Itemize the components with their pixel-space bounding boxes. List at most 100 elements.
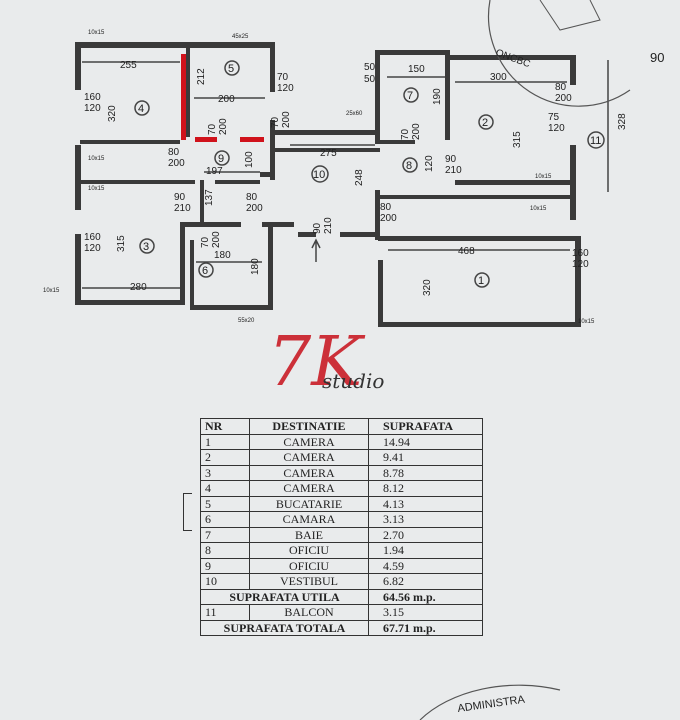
row-suprafata: 3.13 <box>368 511 483 528</box>
row-nr: 11 <box>200 604 250 621</box>
total-area-label: SUPRAFATA TOTALA <box>200 619 369 636</box>
highlighted-walls <box>181 54 264 142</box>
dim-label: 120 <box>424 155 435 172</box>
room-7-number: 7 <box>407 90 413 102</box>
vent-label: 25x60 <box>346 111 363 117</box>
dim-label: 137 <box>204 189 215 206</box>
row-nr: 5 <box>200 495 250 512</box>
vent-label: 10x15 <box>43 288 60 294</box>
walls <box>75 42 581 327</box>
dim-label: 255 <box>120 60 137 71</box>
row-nr: 1 <box>200 433 250 450</box>
dim-label: 100 <box>244 151 255 168</box>
vent-label: 55x20 <box>238 318 255 324</box>
dim-label: 315 <box>512 131 523 148</box>
row-destinatie: OFICIU <box>249 557 369 574</box>
dim-label: 212 <box>196 68 207 85</box>
dim-label: 150 <box>408 64 425 75</box>
dim-label: 90210 <box>312 217 334 234</box>
dim-label: 70200 <box>200 231 222 248</box>
row-nr: 6 <box>200 511 250 528</box>
vent-label: 10x15 <box>578 319 595 325</box>
useful-area-value: 64.56 m.p. <box>368 588 483 605</box>
row-destinatie: CAMERA <box>249 449 369 466</box>
dim-label: 70200 <box>400 123 422 140</box>
stamp-bottom-text: ADMINISTRA <box>457 694 527 715</box>
vent-label: 10x15 <box>88 30 105 36</box>
dim-label: 70200 <box>207 118 229 135</box>
room-8-number: 8 <box>406 160 412 172</box>
dim-label: 190 <box>432 88 443 105</box>
dim-label: 315 <box>116 235 127 252</box>
row-suprafata: 14.94 <box>368 433 483 450</box>
row-nr: 7 <box>200 526 250 543</box>
row-destinatie: CAMERA <box>249 464 369 481</box>
row-nr: 2 <box>200 449 250 466</box>
room-11-number: 11 <box>590 135 601 147</box>
dim-label: 180 <box>214 250 231 261</box>
room-labels: 1 2 3 4 5 6 7 8 9 10 11 <box>134 60 605 288</box>
dim-label: 328 <box>617 113 628 130</box>
row-nr: 10 <box>200 573 250 590</box>
studio-watermark: 7K studio <box>268 323 384 402</box>
dim-label: 200 <box>218 94 235 105</box>
room-2-number: 2 <box>482 117 488 129</box>
dim-label: 300 <box>490 72 507 83</box>
vent-label: 10x15 <box>88 186 105 192</box>
watermark-mark: 7K <box>268 323 366 402</box>
header-suprafata: SUPRAFATA <box>368 418 483 435</box>
vent-label: 45x25 <box>232 34 249 40</box>
dimension-lines <box>82 60 609 289</box>
room-6-number: 6 <box>202 265 208 277</box>
dim-label: 70200 <box>270 111 292 128</box>
dim-label: 320 <box>107 105 118 122</box>
room-5-number: 5 <box>228 63 234 75</box>
room-10-number: 10 <box>313 169 325 181</box>
header-nr: NR <box>200 418 250 435</box>
dim-label: 275 <box>320 148 337 159</box>
table-row: 11 BALCON 3.15 <box>200 604 483 621</box>
dim-label: 320 <box>422 279 433 296</box>
row-suprafata: 2.70 <box>368 526 483 543</box>
row-suprafata: 1.94 <box>368 542 483 559</box>
row-nr: 9 <box>200 557 250 574</box>
dim-label: 180 <box>250 258 261 275</box>
header-destinatie: DESTINATIE <box>249 418 369 435</box>
total-area-row: SUPRAFATA TOTALA 67.71 m.p. <box>200 619 483 636</box>
room-4-number: 4 <box>138 103 144 115</box>
total-area-value: 67.71 m.p. <box>368 619 483 636</box>
row-destinatie: BAIE <box>249 526 369 543</box>
row-destinatie: CAMERA <box>249 480 369 497</box>
row-suprafata: 4.59 <box>368 557 483 574</box>
dim-label: 50 <box>364 74 376 85</box>
vent-label: 10x15 <box>88 156 105 162</box>
row-suprafata: 8.12 <box>368 480 483 497</box>
row-destinatie: OFICIU <box>249 542 369 559</box>
useful-area-label: SUPRAFATA UTILA <box>200 588 369 605</box>
row-destinatie: CAMERA <box>249 433 369 450</box>
row-suprafata: 6.82 <box>368 573 483 590</box>
dim-label: 50 <box>364 62 376 73</box>
useful-area-row: SUPRAFATA UTILA 64.56 m.p. <box>200 588 483 605</box>
row-suprafata: 9.41 <box>368 449 483 466</box>
dim-label: 197 <box>206 166 223 177</box>
